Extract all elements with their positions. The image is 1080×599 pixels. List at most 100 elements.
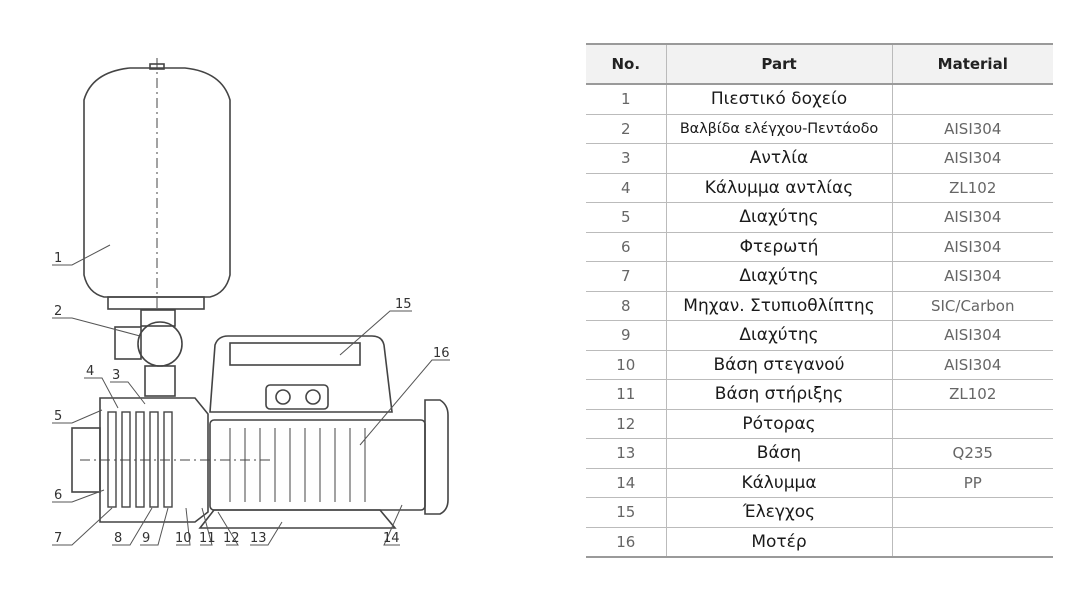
row-material: AISI304 [891,202,1053,233]
row-part: Βάση στεγανού [665,350,892,380]
row-material: AISI304 [891,143,1053,174]
row-part: Μηχαν. Στυπιοθλίπτης [665,291,892,321]
valve-side-port [114,326,142,360]
row-material: PP [891,468,1053,498]
row-no: 1 [586,84,666,115]
header-material: Material [891,43,1053,85]
callout-2: 2 [54,304,62,319]
table-header-row: No. Part Material [586,43,1053,85]
row-no: 4 [586,173,666,203]
row-material: SIC/Carbon [891,291,1053,321]
row-part: Φτερωτή [665,232,892,262]
row-no: 7 [586,261,666,292]
callout-4: 4 [86,364,94,379]
row-material: AISI304 [891,350,1053,380]
row-part: Μοτέρ [665,527,892,558]
row-material [891,527,1053,558]
row-part: Βάση [665,438,892,469]
pump-body [99,397,209,523]
controller-box [209,335,393,413]
row-material: Q235 [891,438,1053,469]
row-no: 11 [586,379,666,410]
header-no: No. [586,43,666,85]
row-material [891,84,1053,115]
valve-neck [140,309,176,327]
row-part: Κάλυμμα αντλίας [665,173,892,203]
row-material: AISI304 [891,114,1053,144]
pump-riser [144,365,176,397]
pressure-tank-shape [83,67,231,298]
row-part: Κάλυμμα [665,468,892,498]
row-part: Έλεγχος [665,497,892,528]
callout-16: 16 [433,346,450,361]
callout-1: 1 [54,251,62,266]
tank-flange [107,296,205,310]
row-part: Διαχύτης [665,320,892,351]
row-no: 9 [586,320,666,351]
callout-10: 10 [175,531,192,546]
pump-exploded-diagram: 1 2 3 4 5 6 7 8 9 10 11 12 13 14 15 16 [52,58,450,546]
callout-11: 11 [199,531,216,546]
pump-outline [71,58,449,529]
row-material: AISI304 [891,261,1053,292]
row-material: AISI304 [891,320,1053,351]
row-part: Διαχύτης [665,261,892,292]
row-part: Βάση στήριξης [665,379,892,410]
callout-13: 13 [250,531,267,546]
callout-8: 8 [114,531,122,546]
callout-lines [52,244,450,546]
callout-15: 15 [395,297,412,312]
controller-lid [229,342,361,366]
row-no: 14 [586,468,666,498]
row-part: Αντλία [665,143,892,174]
row-no: 16 [586,527,666,558]
motor-fins [229,428,366,502]
motor-housing [209,419,426,511]
row-no: 15 [586,497,666,528]
row-no: 10 [586,350,666,380]
row-no: 5 [586,202,666,233]
row-no: 3 [586,143,666,174]
row-material: AISI304 [891,232,1053,262]
row-no: 8 [586,291,666,321]
row-material [891,409,1053,439]
callout-labels: 1 2 3 4 5 6 7 8 9 10 11 12 13 14 15 16 [54,251,450,546]
callout-9: 9 [142,531,150,546]
row-part: Βαλβίδα ελέγχου-Πεντάοδο [665,114,892,144]
callout-5: 5 [54,409,62,424]
row-material [891,497,1053,528]
callout-12: 12 [223,531,240,546]
row-no: 12 [586,409,666,439]
pump-drawing: 1 2 3 4 5 6 7 8 9 10 11 12 13 14 15 16 [52,58,450,546]
row-material: ZL102 [891,173,1053,203]
motor-base [198,509,397,529]
row-part: Ρότορας [665,409,892,439]
fan-cover [424,399,449,515]
callout-7: 7 [54,531,62,546]
row-material: ZL102 [891,379,1053,410]
row-no: 13 [586,438,666,469]
row-part: Διαχύτης [665,202,892,233]
controller-buttons [265,384,329,410]
header-part: Part [665,43,892,85]
row-no: 6 [586,232,666,262]
row-part: Πιεστικό δοχείο [665,84,892,115]
check-valve-body [137,321,183,367]
